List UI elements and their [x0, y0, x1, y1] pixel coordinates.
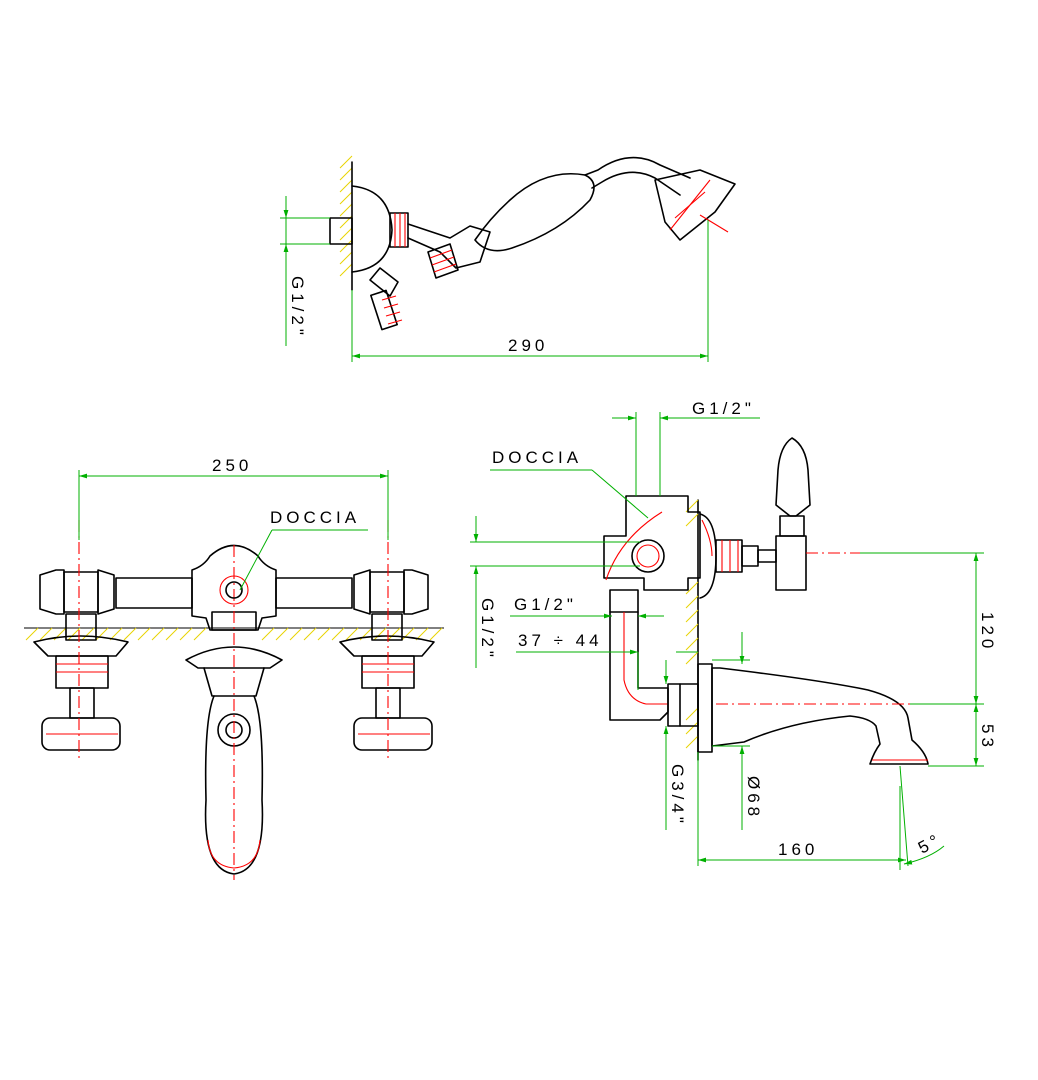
front-view-bar	[39, 544, 429, 631]
side-flange-dimension: Ø68	[712, 632, 763, 830]
side-angle-label: 5°	[915, 829, 945, 857]
hand-shower-thread-label: G1/2"	[288, 276, 307, 339]
side-flange-diameter-label: Ø68	[744, 776, 763, 820]
side-height-upper-label: 120	[978, 612, 997, 652]
side-angle-dimension: 5°	[899, 786, 945, 870]
hand-shower-length-label: 290	[508, 336, 548, 355]
front-view-right-valve	[339, 613, 435, 751]
front-doccia-label: DOCCIA	[270, 508, 360, 527]
side-view-wall-hatch	[685, 499, 699, 761]
side-doccia-callout: DOCCIA	[490, 448, 649, 519]
hand-shower-wall-hatch	[339, 155, 353, 291]
side-projection-label: 160	[778, 840, 818, 859]
hand-shower-thread-dimension: G1/2"	[280, 196, 330, 346]
side-height-lower-label: 53	[978, 724, 997, 751]
front-width-label: 250	[212, 456, 252, 475]
front-width-dimension: 250	[78, 456, 389, 540]
side-left-thread-dimension: G1/2"	[470, 516, 640, 668]
side-outlet-thread-label: G3/4"	[668, 764, 687, 827]
side-top-thread-label: G1/2"	[692, 399, 755, 418]
side-projection-dimension: 160	[697, 752, 909, 867]
side-outlet-thread-dimension: G3/4"	[663, 660, 687, 830]
front-view-centerlines	[78, 520, 389, 880]
side-view: G1/2" DOCCIA G1/2" G1/2" 37 ÷ 44	[470, 399, 997, 870]
side-doccia-label: DOCCIA	[492, 448, 582, 467]
side-height-dimensions: 120 53	[860, 552, 997, 767]
side-top-thread-dimension: G1/2"	[612, 399, 760, 496]
side-mid-thread-label: G1/2"	[514, 595, 577, 614]
side-adjust-dimension: 37 ÷ 44	[516, 631, 698, 690]
front-doccia-callout: DOCCIA	[239, 508, 368, 591]
hand-shower-view: G1/2" 290	[280, 155, 736, 362]
front-view-left-valve	[33, 613, 129, 751]
side-mid-thread-dimension: G1/2"	[510, 595, 664, 619]
side-adjust-label: 37 ÷ 44	[518, 631, 603, 650]
side-view-body	[603, 437, 929, 765]
hand-shower-body	[329, 156, 736, 331]
hand-shower-length-dimension: 290	[351, 220, 709, 362]
side-left-thread-label: G1/2"	[478, 598, 497, 661]
front-view: 250 DOCCIA	[24, 456, 444, 880]
